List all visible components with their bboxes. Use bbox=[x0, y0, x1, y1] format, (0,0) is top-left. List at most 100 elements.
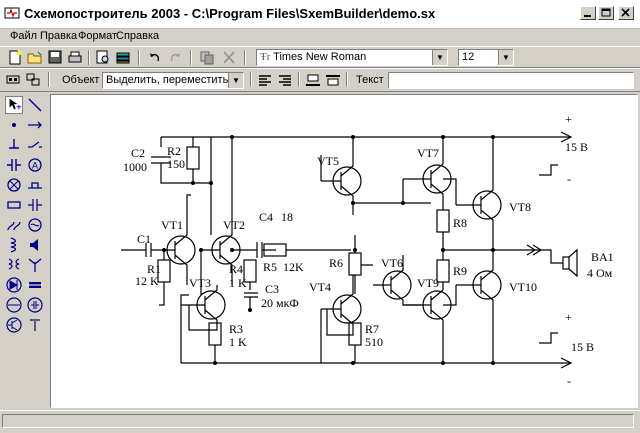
menu-edit[interactable]: Правка bbox=[40, 30, 78, 42]
maximize-icon bbox=[601, 8, 611, 17]
r4-value: 1 K bbox=[229, 276, 247, 290]
c3-label: C3 bbox=[265, 282, 279, 296]
speaker-tool-icon[interactable] bbox=[26, 236, 44, 254]
chevron-down-icon[interactable]: ▼ bbox=[498, 50, 513, 65]
minimize-button[interactable] bbox=[580, 6, 596, 20]
print-icon[interactable] bbox=[66, 49, 84, 66]
library-icon[interactable] bbox=[114, 49, 132, 66]
menu-help[interactable]: Справка bbox=[116, 30, 160, 42]
vt7-label: VT7 bbox=[417, 146, 439, 160]
ba1-label: BA1 bbox=[591, 250, 614, 264]
c2-label: C2 bbox=[131, 146, 145, 160]
coil-tool-icon[interactable] bbox=[5, 236, 23, 254]
drawing-canvas[interactable]: + 15 В - + 15 В - C2 1000 R2 150 C1 R1 1… bbox=[50, 94, 638, 408]
mode-value: Выделить, переместить bbox=[106, 74, 229, 86]
diode-tool-icon[interactable] bbox=[5, 276, 23, 294]
crystal-tool-icon[interactable] bbox=[5, 296, 23, 314]
object-label: Объект bbox=[62, 74, 100, 86]
fuse-tool-icon[interactable] bbox=[26, 276, 44, 294]
text-tool-icon[interactable] bbox=[26, 316, 44, 334]
pointer-tool-icon[interactable] bbox=[5, 96, 23, 114]
ammeter-tool-icon[interactable]: A bbox=[26, 156, 44, 174]
ground-tool-icon[interactable] bbox=[5, 136, 23, 154]
r2-label: R2 bbox=[167, 144, 181, 158]
vt6-label: VT6 bbox=[381, 256, 403, 270]
toolbar-separator bbox=[346, 72, 348, 87]
node-tool-icon[interactable] bbox=[5, 116, 23, 134]
chevron-down-icon[interactable]: ▼ bbox=[228, 73, 243, 88]
copy-icon[interactable] bbox=[198, 49, 216, 66]
capacitor2-tool-icon[interactable] bbox=[26, 196, 44, 214]
open-file-icon[interactable] bbox=[26, 49, 44, 66]
vt5-label: VT5 bbox=[317, 154, 339, 168]
align-right-icon[interactable] bbox=[276, 72, 294, 89]
toolbar-separator bbox=[298, 72, 300, 87]
chevron-down-icon[interactable]: ▼ bbox=[432, 50, 447, 65]
text-label: Текст bbox=[356, 74, 384, 86]
menu-file[interactable]: Файл bbox=[10, 30, 38, 42]
font-size-value: 12 bbox=[462, 51, 475, 63]
text-input[interactable] bbox=[388, 72, 634, 89]
battery-tool-icon[interactable] bbox=[26, 176, 44, 194]
motor-tool-icon[interactable] bbox=[26, 216, 44, 234]
capacitor-tool-icon[interactable] bbox=[5, 156, 23, 174]
resistor-tool-icon[interactable] bbox=[5, 196, 23, 214]
toolbar-separator bbox=[250, 72, 252, 87]
v15-bottom-label: 15 В bbox=[571, 340, 594, 354]
object-toolbar: Объект Выделить, переместить ▼ Текст bbox=[0, 68, 640, 92]
font-size-select[interactable]: 12 ▼ bbox=[458, 49, 514, 66]
close-button[interactable] bbox=[618, 6, 634, 20]
new-file-icon[interactable] bbox=[6, 49, 24, 66]
vt10-label: VT10 bbox=[509, 280, 537, 294]
r1-value: 12 K bbox=[135, 274, 159, 288]
lamp-tool-icon[interactable] bbox=[5, 176, 23, 194]
v15-top-label: 15 В bbox=[565, 140, 588, 154]
schematic-diagram[interactable]: + 15 В - + 15 В - C2 1000 R2 150 C1 R1 1… bbox=[51, 95, 637, 407]
r6-label: R6 bbox=[329, 256, 343, 270]
grid-icon[interactable] bbox=[24, 71, 42, 88]
main-toolbar: Ŧr Times New Roman ▼ 12 ▼ bbox=[0, 46, 640, 68]
layer-down-icon[interactable] bbox=[324, 72, 342, 89]
minimize-icon bbox=[584, 15, 591, 17]
r4-label: R4 bbox=[229, 262, 243, 276]
vt2-label: VT2 bbox=[223, 218, 245, 232]
print-preview-icon[interactable] bbox=[94, 49, 112, 66]
menu-format[interactable]: Формат bbox=[78, 30, 118, 42]
ba1-value: 4 Ом bbox=[587, 266, 613, 280]
component-palette: A bbox=[0, 94, 48, 408]
zoom-fit-icon[interactable] bbox=[4, 71, 22, 88]
arrow-tool-icon[interactable] bbox=[26, 116, 44, 134]
r3-label: R3 bbox=[229, 322, 243, 336]
optocoupler-tool-icon[interactable] bbox=[26, 296, 44, 314]
vt9-label: VT9 bbox=[417, 276, 439, 290]
line-tool-icon[interactable] bbox=[26, 96, 44, 114]
toolbar-separator bbox=[138, 50, 140, 65]
c4-label: C4 bbox=[259, 210, 273, 224]
vt8-label: VT8 bbox=[509, 200, 531, 214]
transistor-tool-icon[interactable] bbox=[5, 316, 23, 334]
mode-select[interactable]: Выделить, переместить ▼ bbox=[102, 72, 244, 89]
antenna-tool-icon[interactable] bbox=[26, 256, 44, 274]
vt3-label: VT3 bbox=[189, 276, 211, 290]
minus-top-label: - bbox=[567, 172, 571, 186]
r5-label: R5 bbox=[263, 260, 277, 274]
r2-value: 150 bbox=[167, 157, 185, 171]
save-icon[interactable] bbox=[46, 49, 64, 66]
c1-label: C1 bbox=[137, 232, 151, 246]
undo-icon[interactable] bbox=[146, 49, 164, 66]
transformer-tool-icon[interactable] bbox=[5, 256, 23, 274]
r7-value: 510 bbox=[365, 335, 383, 349]
maximize-button[interactable] bbox=[598, 6, 614, 20]
c3-value: 20 мкФ bbox=[261, 296, 299, 310]
vt4-label: VT4 bbox=[309, 280, 331, 294]
r8-label: R8 bbox=[453, 216, 467, 230]
layer-up-icon[interactable] bbox=[304, 72, 322, 89]
redo-icon[interactable] bbox=[166, 49, 184, 66]
switch-tool-icon[interactable] bbox=[26, 136, 44, 154]
font-name-select[interactable]: Ŧr Times New Roman ▼ bbox=[256, 49, 448, 66]
toolbar-separator bbox=[88, 50, 90, 65]
align-left-icon[interactable] bbox=[256, 72, 274, 89]
delete-icon[interactable] bbox=[220, 49, 238, 66]
inductor-tool-icon[interactable] bbox=[5, 216, 23, 234]
plus-top-label: + bbox=[565, 112, 572, 126]
